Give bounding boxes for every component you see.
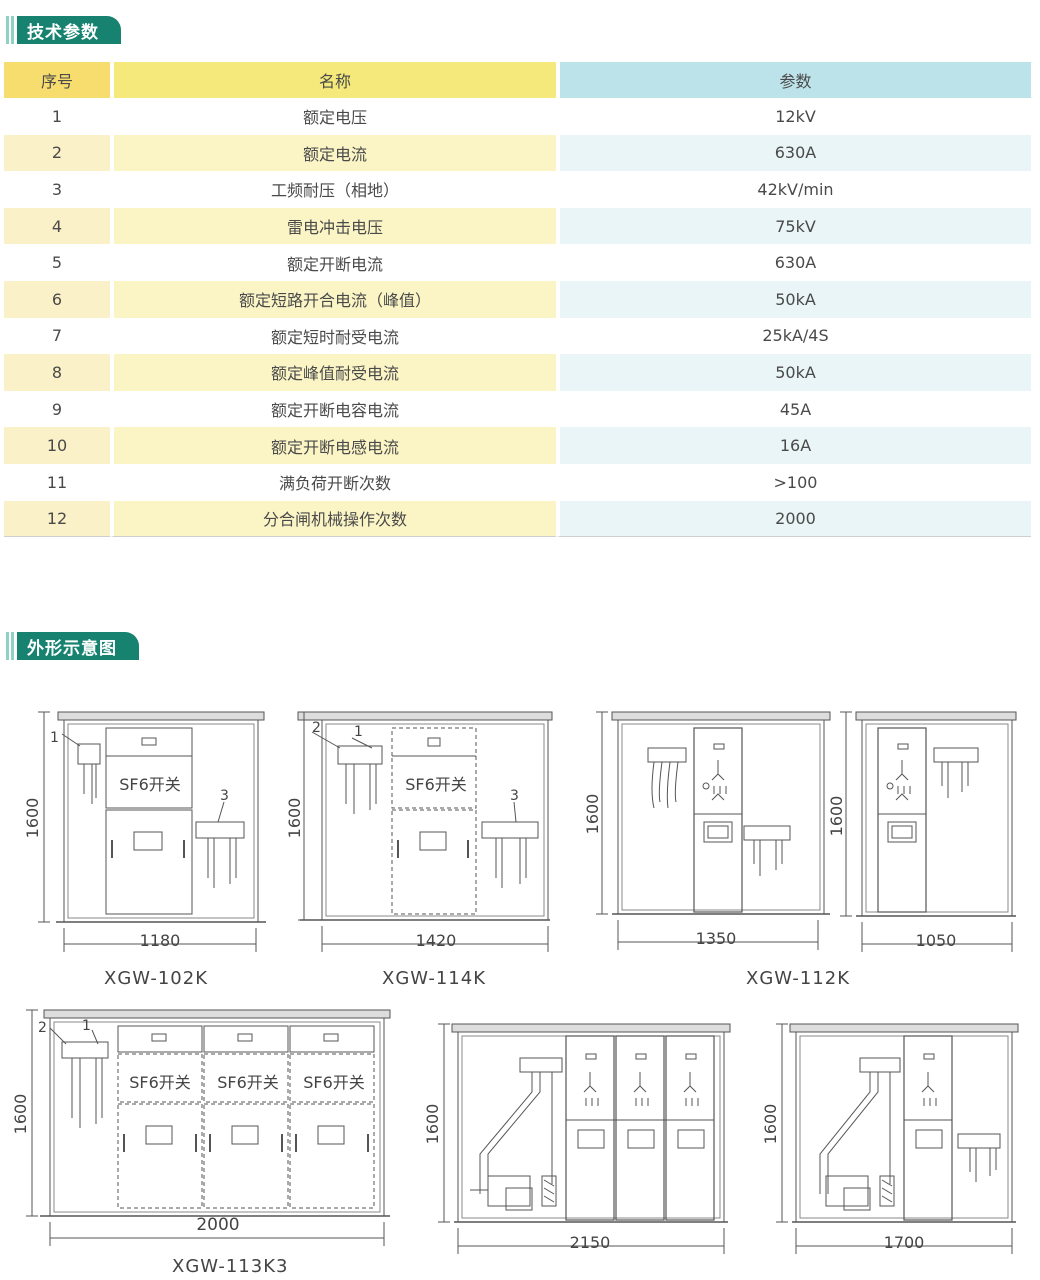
callout-number: 1 <box>50 730 59 746</box>
cell-name: 额定短路开合电流（峰值） <box>110 280 556 318</box>
sf6-switch-label: SF6开关 <box>303 1073 365 1092</box>
sf6-switch-label: SF6开关 <box>119 775 181 794</box>
cell-name: 额定电流 <box>110 134 556 172</box>
cell-name: 额定开断电感电流 <box>110 427 556 464</box>
width-label: 1050 <box>916 931 957 950</box>
height-label: 1600 <box>583 794 602 835</box>
width-label: 1420 <box>416 931 457 950</box>
width-label: 1180 <box>140 931 181 950</box>
width-label: 1700 <box>884 1233 925 1252</box>
callout-number: 2 <box>312 720 321 736</box>
cell-name: 额定峰值耐受电流 <box>110 354 556 391</box>
outline-drawings: 1600 1600 1600 1600 1600 1600 1600 1180 … <box>11 711 1019 1254</box>
height-label: 1600 <box>11 1094 30 1135</box>
cell-value: 50kA <box>556 280 1031 318</box>
cell-name: 满负荷开断次数 <box>110 463 556 501</box>
height-label: 1600 <box>285 798 304 839</box>
cell-no: 4 <box>4 207 110 245</box>
cell-name: 额定开断电容电流 <box>110 390 556 428</box>
cell-no: 2 <box>4 134 110 172</box>
cabinet-drawing-1700 <box>776 1023 1019 1254</box>
cell-value: 45A <box>556 390 1031 428</box>
cell-value: 42kV/min <box>556 171 1031 208</box>
model-caption: XGW-113K3 <box>172 1256 289 1277</box>
model-caption: XGW-114K <box>382 968 487 989</box>
cell-name: 额定开断电流 <box>110 244 556 281</box>
height-label: 1600 <box>827 796 846 837</box>
cabinet-drawing-2150 <box>438 1023 731 1254</box>
callout-number: 2 <box>38 1020 47 1036</box>
cell-name: 工频耐压（相地） <box>110 171 556 208</box>
params-table-header: 序号 名称 参数 <box>4 62 1031 98</box>
cell-no: 7 <box>51 326 63 346</box>
callout-number: 1 <box>82 1018 91 1034</box>
height-label: 1600 <box>423 1104 442 1145</box>
cell-no: 5 <box>51 253 63 273</box>
cell-value: >100 <box>556 463 1031 501</box>
header-value: 参数 <box>556 62 1031 98</box>
width-label: 2000 <box>196 1215 239 1235</box>
cabinet-drawing-xgw-102k <box>38 711 266 952</box>
cell-name: 雷电冲击电压 <box>110 207 556 245</box>
section-title-outline: 外形示意图 <box>6 632 139 660</box>
cell-value: 12kV <box>556 98 1031 135</box>
sf6-switch-label: SF6开关 <box>217 1073 279 1092</box>
cell-no: 8 <box>4 354 110 391</box>
cell-no: 12 <box>4 500 110 538</box>
table-row: 3 工频耐压（相地）42kV/min <box>4 171 1031 208</box>
header-no: 序号 <box>4 62 110 98</box>
cell-value: 50kA <box>556 354 1031 391</box>
section-title-outline-label: 外形示意图 <box>17 632 139 660</box>
cell-no: 9 <box>51 399 63 419</box>
cabinet-drawing-xgw-112k-b <box>840 711 1017 952</box>
cell-value: 630A <box>556 134 1031 172</box>
sf6-switch-label: SF6开关 <box>129 1073 191 1092</box>
callout-number: 3 <box>510 788 519 804</box>
cell-no: 1 <box>51 106 63 126</box>
cell-name: 额定短时耐受电流 <box>110 317 556 355</box>
cabinet-drawing-xgw-113k3 <box>26 1009 391 1246</box>
section-title-params-label: 技术参数 <box>17 16 121 44</box>
sf6-switch-label: SF6开关 <box>405 775 467 794</box>
table-row: 11 满负荷开断次数>100 <box>4 463 1031 501</box>
cell-no: 11 <box>46 472 68 492</box>
cell-value: 630A <box>556 244 1031 281</box>
height-label: 1600 <box>761 1104 780 1145</box>
header-name: 名称 <box>110 62 556 98</box>
cell-no: 6 <box>4 280 110 318</box>
cell-name: 分合闸机械操作次数 <box>110 500 556 538</box>
cell-name: 额定电压 <box>110 98 556 135</box>
cabinet-drawing-xgw-112k-a <box>596 711 831 950</box>
cell-no: 10 <box>4 427 110 464</box>
section-title-params: 技术参数 <box>6 16 121 44</box>
cell-value: 25kA/4S <box>556 317 1031 355</box>
title-decoration <box>6 16 14 44</box>
width-label: 1350 <box>696 929 737 948</box>
title-decoration <box>6 632 14 660</box>
height-label: 1600 <box>23 798 42 839</box>
cell-no: 3 <box>51 179 63 199</box>
width-label: 2150 <box>570 1233 611 1252</box>
model-caption: XGW-102K <box>104 968 209 989</box>
model-caption: XGW-112K <box>746 968 851 989</box>
cell-value: 75kV <box>556 207 1031 245</box>
callout-number: 3 <box>220 788 229 804</box>
cell-value: 2000 <box>556 500 1031 538</box>
callout-number: 1 <box>354 724 363 740</box>
cabinet-drawing-xgw-114k <box>297 711 553 952</box>
cell-value: 16A <box>556 427 1031 464</box>
